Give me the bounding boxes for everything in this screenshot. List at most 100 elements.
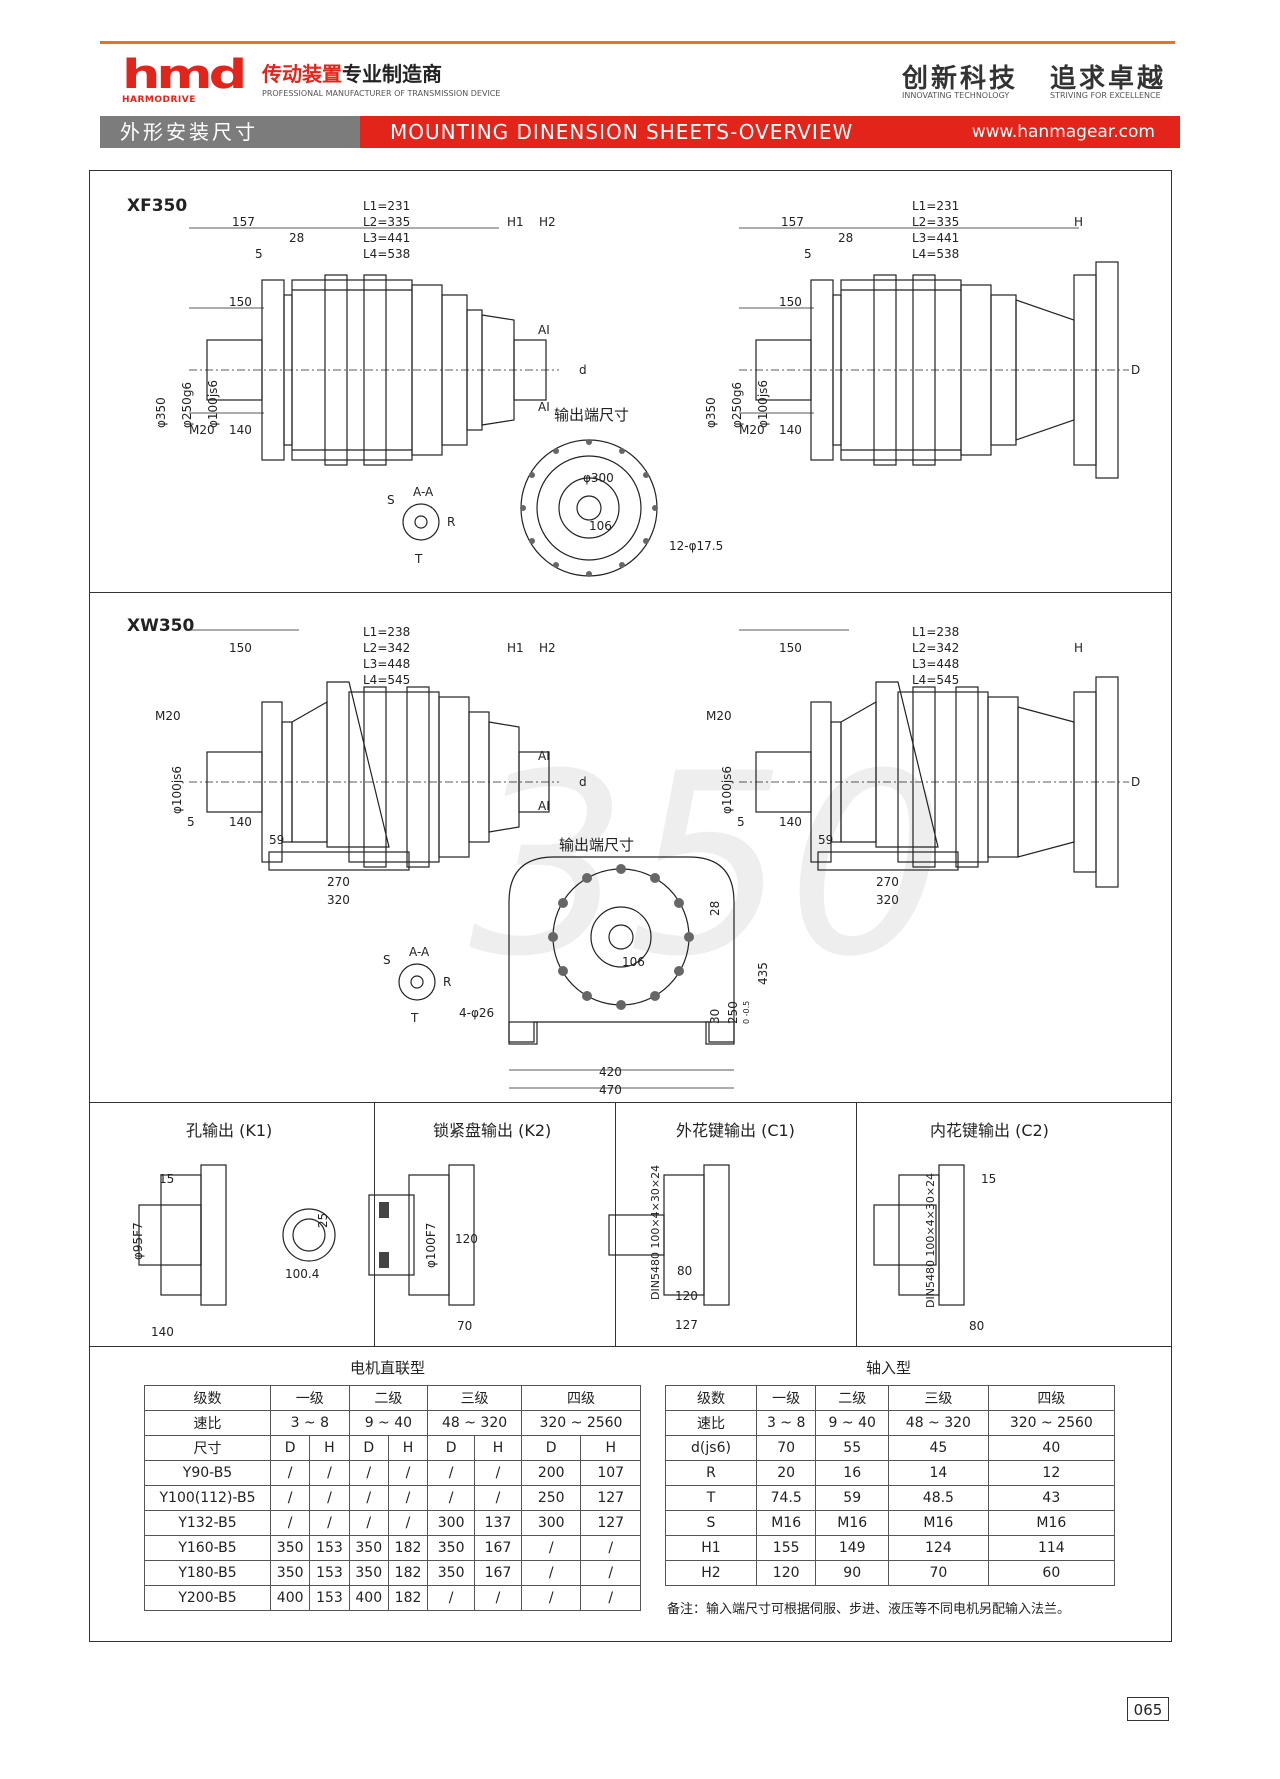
divider-xw-outputs bbox=[89, 1102, 1172, 1103]
section-band-english: MOUNTING DINENSION SHEETS-OVERVIEW bbox=[390, 120, 854, 144]
xf-dia-350: φ350 bbox=[154, 397, 168, 428]
cell: d(js6) bbox=[665, 1435, 757, 1461]
cell: Y180-B5 bbox=[144, 1560, 271, 1586]
cell: / bbox=[474, 1460, 522, 1486]
watermark-350: 350 bbox=[469, 720, 946, 1011]
divider-outputs-tables bbox=[89, 1346, 1172, 1347]
xw-section-r: R bbox=[443, 975, 451, 989]
divider-k1-k2 bbox=[374, 1102, 375, 1346]
website-link[interactable]: www.hanmagear.com bbox=[971, 122, 1155, 142]
cell: / bbox=[309, 1460, 350, 1486]
c1-dim-120: 120 bbox=[675, 1289, 698, 1303]
cell: / bbox=[580, 1560, 641, 1586]
cell: / bbox=[309, 1510, 350, 1536]
xf-r-l3: L3=441 bbox=[912, 231, 959, 245]
cell: H bbox=[474, 1435, 522, 1461]
xf-dim-28: 28 bbox=[289, 231, 304, 245]
xw-dim-59: 59 bbox=[269, 833, 284, 847]
table-row: Y180-B5 350 153 350 182 350 167 / / bbox=[144, 1560, 641, 1586]
xf-dim-d: d bbox=[579, 363, 587, 377]
cell: 三级 bbox=[427, 1385, 522, 1411]
slogan-innovation-en: INNOVATING TECHNOLOGY bbox=[902, 91, 1010, 100]
cell: / bbox=[387, 1510, 429, 1536]
output-k2-title: 锁紧盘输出 (K2) bbox=[433, 1121, 552, 1140]
table-row: Y160-B5 350 153 350 182 350 167 / / bbox=[144, 1535, 641, 1561]
cell: / bbox=[387, 1460, 429, 1486]
table-row: 级数 一级 二级 三级 四级 bbox=[144, 1385, 642, 1411]
xw-dim-140: 140 bbox=[229, 815, 252, 829]
xw-output-title: 输出端尺寸 bbox=[559, 836, 634, 854]
xw-r-dim-140: 140 bbox=[779, 815, 802, 829]
cell: 16 bbox=[815, 1460, 890, 1486]
cell: 350 bbox=[348, 1535, 389, 1561]
xw-r-l2: L2=342 bbox=[912, 641, 959, 655]
cell: 一级 bbox=[270, 1385, 350, 1411]
xf-r-dim-h: H bbox=[1074, 215, 1083, 229]
c1-dim-80: 80 bbox=[677, 1264, 692, 1278]
xf-r-dim-m20: M20 bbox=[739, 423, 765, 437]
xf-r-dim-D: D bbox=[1131, 363, 1140, 377]
cell: H1 bbox=[665, 1535, 757, 1561]
cell: D bbox=[269, 1435, 311, 1461]
cell: 320 ~ 2560 bbox=[520, 1410, 642, 1436]
cell: 四级 bbox=[987, 1385, 1116, 1411]
xw350-drawing: 350 bbox=[155, 625, 1140, 1097]
cell: 127 bbox=[580, 1510, 641, 1536]
cell: 二级 bbox=[815, 1385, 890, 1411]
xf-r-dim-150: 150 bbox=[779, 295, 802, 309]
cell: Y132-B5 bbox=[144, 1510, 271, 1536]
cell: 90 bbox=[815, 1560, 890, 1586]
cell: D bbox=[427, 1435, 476, 1461]
k1-dim-95f7: φ95F7 bbox=[131, 1222, 145, 1260]
xf-dim-m20: M20 bbox=[189, 423, 215, 437]
cell: 级数 bbox=[144, 1385, 271, 1411]
cell: / bbox=[427, 1485, 476, 1511]
cell: 124 bbox=[888, 1535, 989, 1561]
cell: 48.5 bbox=[888, 1485, 989, 1511]
cell: / bbox=[520, 1560, 582, 1586]
xw-section-aa: A-A bbox=[409, 945, 430, 959]
xw-output-housing bbox=[508, 856, 735, 1043]
xw-section-s: S bbox=[383, 953, 391, 967]
xf-al-top: AI bbox=[538, 323, 550, 337]
cell: 9 ~ 40 bbox=[348, 1410, 429, 1436]
c2-dim-15: 15 bbox=[981, 1172, 996, 1186]
xf350-label: XF350 bbox=[127, 196, 188, 216]
cell: 320 ~ 2560 bbox=[987, 1410, 1116, 1436]
xf350-drawing: L1=231 L2=335 L3=441 L4=538 L1=231 L2=33… bbox=[154, 199, 1140, 577]
xf-l1: L1=231 bbox=[363, 199, 410, 213]
xw-l2: L2=342 bbox=[363, 641, 410, 655]
output-c1-title: 外花键输出 (C1) bbox=[676, 1121, 795, 1140]
xw350-label: XW350 bbox=[127, 616, 195, 636]
cell: 182 bbox=[387, 1585, 429, 1611]
cell: D bbox=[348, 1435, 389, 1461]
xw-dim-106: 106 bbox=[622, 955, 645, 969]
cell: 60 bbox=[987, 1560, 1116, 1586]
xw-dim-250-tol: 0 -0.5 bbox=[742, 1001, 751, 1024]
output-k1-title: 孔输出 (K1) bbox=[186, 1121, 273, 1140]
k2-dim-120: 120 bbox=[455, 1232, 478, 1246]
xf-section-r: R bbox=[447, 515, 455, 529]
xf-dim-106: 106 bbox=[589, 519, 612, 533]
xf-l4: L4=538 bbox=[363, 247, 410, 261]
tagline-black: 专业制造商 bbox=[342, 62, 442, 86]
cell: 48 ~ 320 bbox=[427, 1410, 522, 1436]
table-row: 速比 3 ~ 8 9 ~ 40 48 ~ 320 320 ~ 2560 bbox=[665, 1410, 1116, 1436]
xf-shaft-section bbox=[402, 503, 440, 541]
cell: M16 bbox=[755, 1510, 817, 1536]
cell: 350 bbox=[269, 1560, 311, 1586]
slogan-excellence: 追求卓越 bbox=[1050, 64, 1167, 94]
motor-table-body: 级数 一级 二级 三级 四级 速比 3 ~ 8 9 ~ 40 48 ~ 320 … bbox=[144, 1385, 642, 1611]
cell: 350 bbox=[348, 1560, 389, 1586]
xf-r-l1: L1=231 bbox=[912, 199, 959, 213]
cell: / bbox=[348, 1460, 389, 1486]
cell: / bbox=[269, 1485, 311, 1511]
cell: 一级 bbox=[755, 1385, 817, 1411]
xw-dim-m20: M20 bbox=[155, 709, 181, 723]
xw-dim-150: 150 bbox=[229, 641, 252, 655]
cell: / bbox=[520, 1585, 582, 1611]
xw-l4: L4=545 bbox=[363, 673, 410, 687]
table-row: H2 120 90 70 60 bbox=[665, 1560, 1116, 1586]
cell: 400 bbox=[348, 1585, 389, 1611]
cell: Y160-B5 bbox=[144, 1535, 271, 1561]
